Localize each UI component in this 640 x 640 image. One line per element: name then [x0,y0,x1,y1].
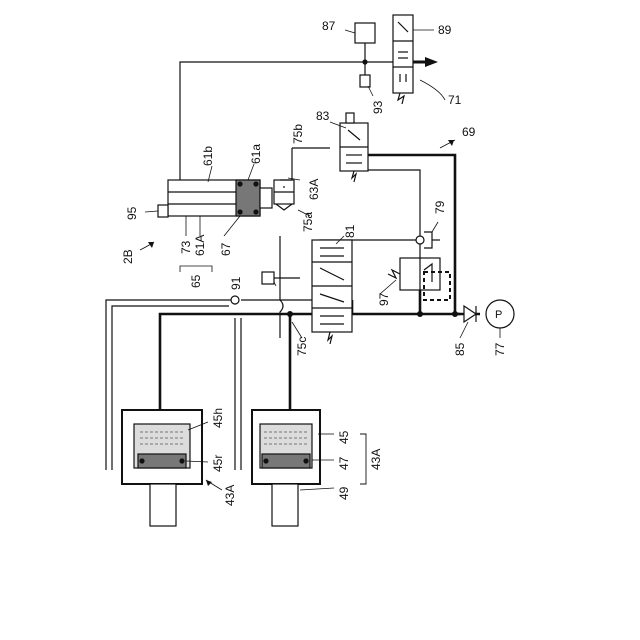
actuator-right-43A [252,410,320,526]
label-79: 79 [433,200,447,214]
gauge-87 [355,23,375,43]
label-43A-right: 43A [369,449,383,470]
component-79 [424,232,440,248]
label-87: 87 [322,19,336,33]
label-65: 65 [189,274,203,288]
label-45h: 45h [211,408,225,428]
label-81: 81 [343,224,357,238]
label-77: 77 [493,342,507,356]
valve-83 [340,113,368,182]
label-pump: P [495,309,502,321]
label-75b: 75b [291,124,305,144]
label-61A: 61A [193,235,207,256]
label-85: 85 [453,342,467,356]
label-45r: 45r [211,455,225,472]
label-73: 73 [179,240,193,254]
label-69: 69 [462,125,476,139]
label-97: 97 [377,292,391,306]
label-83: 83 [316,109,330,123]
line-crossing-bump [280,236,283,338]
check-valve-85 [464,306,476,322]
label-63A: 63A [307,179,321,200]
label-91: 91 [229,276,243,290]
sensor-91 [262,272,280,284]
label-89: 89 [438,23,452,37]
sensor-93 [360,75,370,87]
label-95: 95 [125,206,139,220]
label-43A-left: 43A [223,485,237,506]
label-47: 47 [337,456,351,470]
cylinder-61A [158,180,294,217]
label-93: 93 [371,100,385,114]
label-75c: 75c [295,337,309,356]
label-45: 45 [337,430,351,444]
label-75a: 75a [301,212,315,232]
valve-81 [312,240,352,344]
label-61b: 61b [201,146,215,166]
label-67: 67 [219,242,233,256]
label-71: 71 [448,93,462,107]
label-2B: 2B [121,249,135,264]
label-49: 49 [337,486,351,500]
group-bracket-43A [360,434,366,484]
actuator-left-43A [122,410,202,526]
label-61a: 61a [249,144,263,164]
